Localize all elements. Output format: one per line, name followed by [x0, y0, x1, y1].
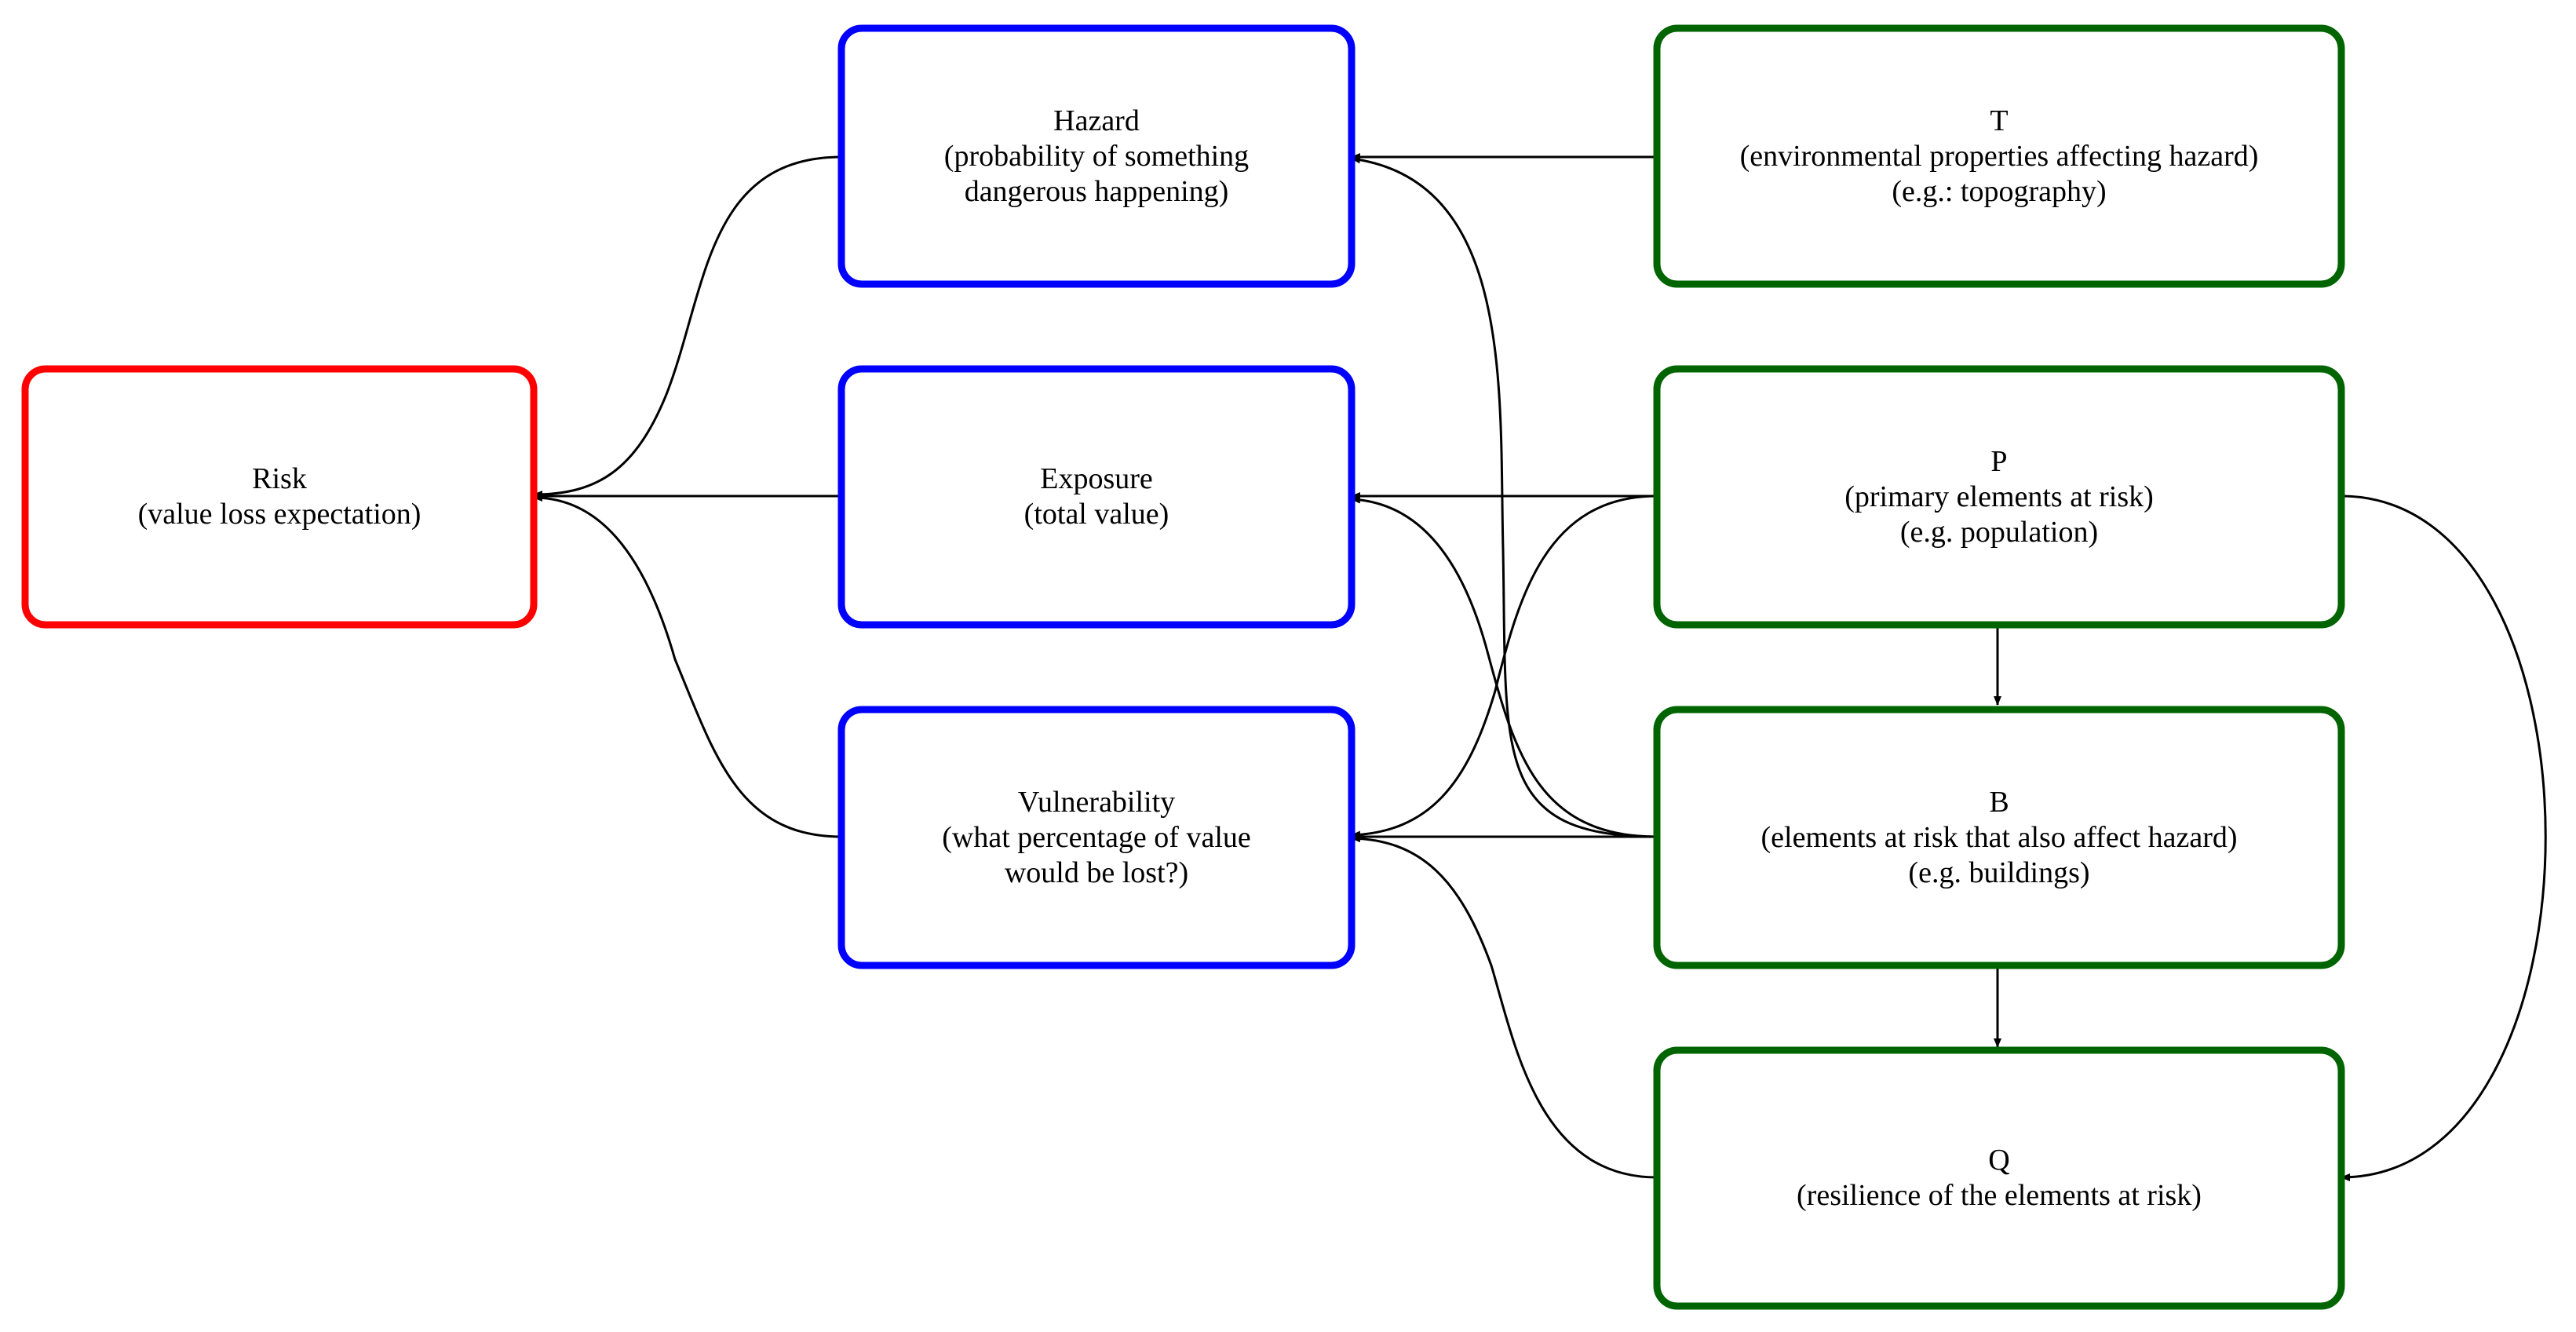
edge-b-to-hazard: [1351, 155, 1658, 838]
edge-vulnerability-to-risk: [533, 494, 842, 838]
node-hazard-box: [837, 24, 1356, 288]
node-exposure-box: [837, 365, 1356, 629]
edge-b-to-exposure: [1351, 495, 1658, 838]
node-q-box: [1653, 1046, 2345, 1310]
edge-q-to-vulnerability: [1351, 834, 1658, 1179]
edge-p-to-q: [2341, 494, 2547, 1181]
node-t-box: [1653, 24, 2345, 288]
edges: [533, 153, 2547, 1181]
node-vulnerability-box: [837, 706, 1356, 969]
edge-p-to-vulnerability: [1351, 494, 1658, 839]
node-p-box: [1653, 365, 2345, 629]
node-risk-box: [21, 365, 538, 629]
nodes: [21, 24, 2345, 1310]
node-b-box: [1653, 706, 2345, 969]
edge-hazard-to-risk: [533, 155, 842, 498]
